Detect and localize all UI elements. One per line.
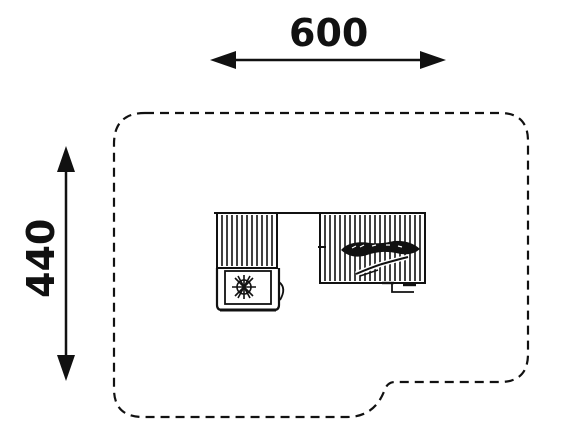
depth-dimension-label: 440 xyxy=(19,218,63,298)
left-tower-deck xyxy=(215,268,285,312)
star-emblem-icon xyxy=(232,275,256,299)
depth-dimension-arrow-icon xyxy=(57,146,75,381)
playground-equipment xyxy=(214,212,426,312)
right-tower-roof xyxy=(318,212,426,284)
left-tower-roof xyxy=(216,212,278,269)
slide xyxy=(355,254,409,277)
right-tower-base xyxy=(382,281,416,293)
sign-board xyxy=(341,240,420,257)
safety-zone-dashed-outline xyxy=(112,111,530,419)
width-dimension-arrow-icon xyxy=(210,51,446,69)
width-dimension-label: 600 xyxy=(289,11,369,55)
